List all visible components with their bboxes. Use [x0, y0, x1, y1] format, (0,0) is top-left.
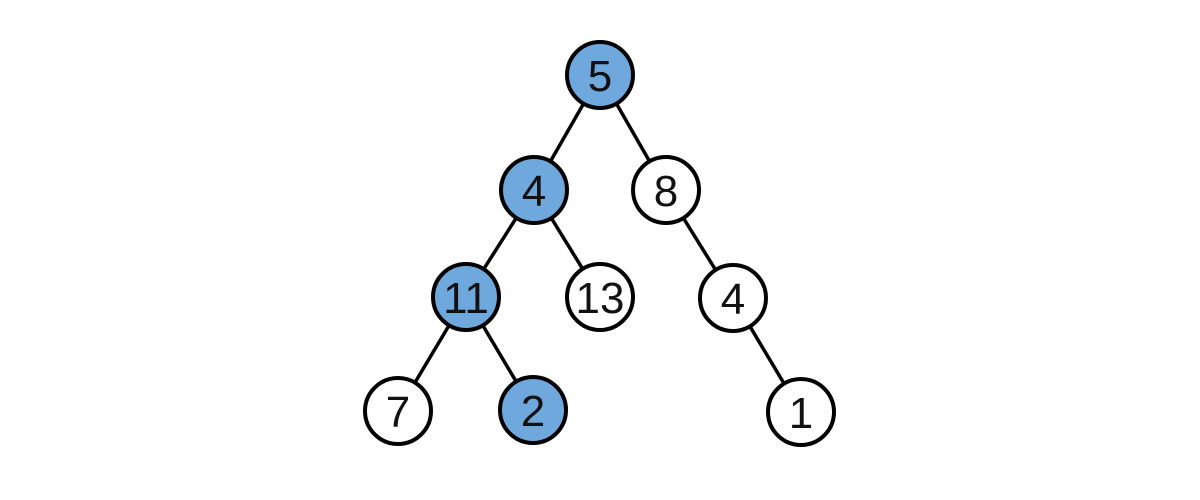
node-label: 11 — [443, 274, 489, 323]
node-label: 13 — [576, 274, 625, 323]
node-circle — [766, 377, 836, 447]
node-label: 8 — [654, 167, 678, 216]
tree-node-8: 8 — [631, 155, 701, 225]
node-label: 1 — [789, 389, 813, 438]
node-circle — [698, 263, 768, 333]
tree-node-5: 5 — [565, 40, 635, 110]
node-circle — [363, 376, 433, 446]
tree-node-11: 11 — [431, 262, 501, 332]
node-label: 7 — [386, 388, 410, 437]
node-label: 4 — [522, 167, 546, 216]
tree-node-13: 13 — [565, 262, 635, 332]
node-label: 5 — [588, 52, 612, 101]
tree-node-1: 1 — [766, 377, 836, 447]
tree-node-4: 4 — [698, 263, 768, 333]
tree-node-4: 4 — [499, 155, 569, 225]
node-label: 4 — [721, 275, 745, 324]
node-circle-highlighted — [499, 155, 569, 225]
node-circle-highlighted — [431, 262, 501, 332]
node-circle — [565, 262, 635, 332]
tree-node-7: 7 — [363, 376, 433, 446]
node-label: 2 — [521, 387, 545, 436]
tree-node-2: 2 — [498, 375, 568, 445]
node-circle-highlighted — [498, 375, 568, 445]
node-circle — [631, 155, 701, 225]
node-circle-highlighted — [565, 40, 635, 110]
